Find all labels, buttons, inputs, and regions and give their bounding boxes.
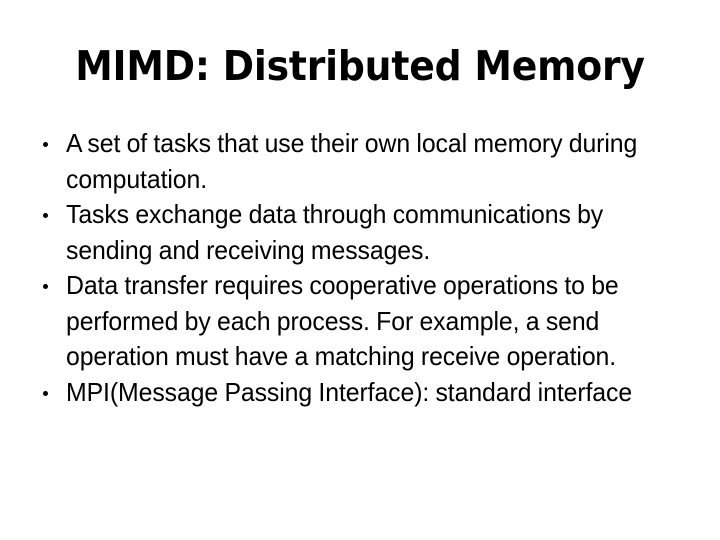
- list-item: MPI(Message Passing Interface): standard…: [36, 375, 696, 411]
- bullet-text: Tasks exchange data through communicatio…: [66, 199, 604, 265]
- bullet-text: A set of tasks that use their own local …: [66, 128, 638, 194]
- bullet-dot-icon: [43, 390, 48, 396]
- bullet-dot-icon: [43, 284, 48, 289]
- slide-body: A set of tasks that use their own local …: [36, 126, 696, 410]
- bullet-list: A set of tasks that use their own local …: [36, 126, 696, 410]
- bullet-text: Data transfer requires cooperative opera…: [66, 270, 619, 371]
- bullet-dot-icon: [43, 213, 48, 218]
- bullet-text: MPI(Message Passing Interface): standard…: [66, 376, 633, 407]
- bullet-dot-icon: [43, 142, 48, 147]
- list-item: Data transfer requires cooperative opera…: [36, 268, 696, 375]
- page-title: MIMD: Distributed Memory: [75, 42, 645, 90]
- list-item: A set of tasks that use their own local …: [36, 126, 696, 197]
- list-item: Tasks exchange data through communicatio…: [36, 197, 696, 268]
